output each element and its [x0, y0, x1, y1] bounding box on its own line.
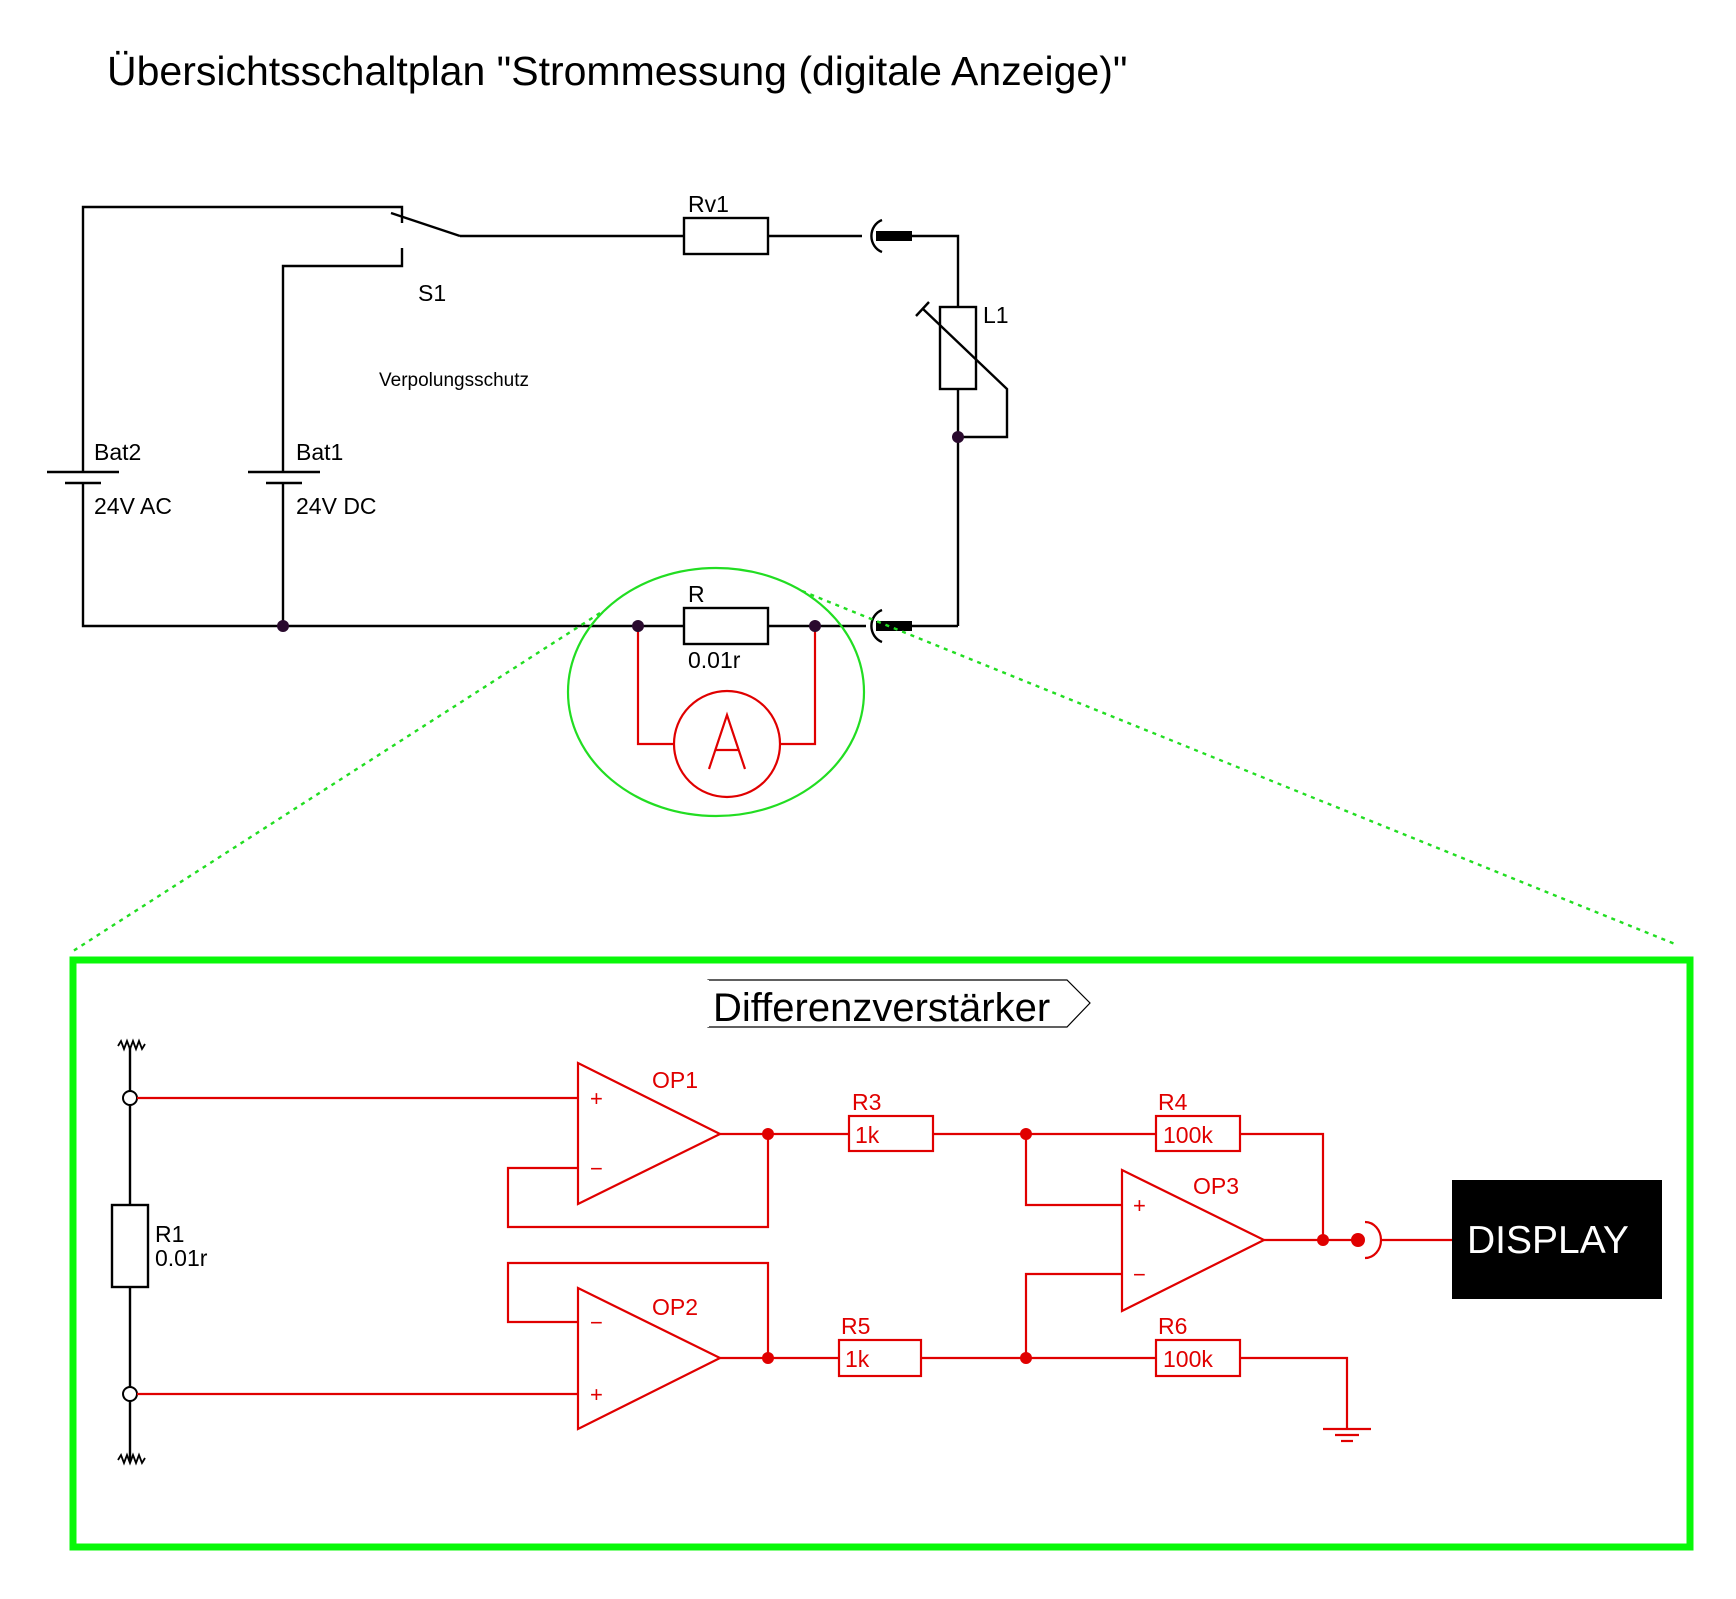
resistor-shunt-r	[682, 606, 770, 646]
display-box	[1452, 1180, 1662, 1299]
l1-wiper	[921, 307, 1009, 439]
op2-output-node	[762, 1352, 774, 1364]
op3-plus-sign: +	[1133, 1193, 1146, 1218]
plug-bar	[876, 621, 912, 631]
socket-arc	[870, 608, 883, 644]
switch-s1	[390, 211, 684, 238]
resistor-r4-value: 100k	[1163, 1122, 1213, 1148]
zoom-line-left	[69, 611, 601, 955]
opamp-op2-triangle	[576, 1286, 723, 1431]
socket-top	[870, 218, 912, 254]
l1-wiper-tick	[915, 301, 930, 317]
output-plug	[1351, 1233, 1365, 1247]
input-terminal-top	[122, 1090, 138, 1106]
ammeter-wire-right	[780, 626, 817, 746]
ammeter-a-glyph	[707, 711, 747, 770]
op3-output-node	[1317, 1234, 1329, 1246]
detail-title-banner: Differenzverstärker	[707, 979, 1091, 1030]
op1-feedback	[506, 1134, 770, 1229]
ammeter	[672, 689, 782, 799]
resistor-rv1	[682, 216, 770, 256]
opamp-op1-triangle	[576, 1061, 723, 1206]
op2-feedback	[506, 1261, 770, 1358]
opamp-op2	[506, 1261, 839, 1431]
input-terminal-bottom	[122, 1386, 138, 1402]
resistor-r6-value: 100k	[1163, 1346, 1213, 1372]
resistor-r3-value: 1k	[855, 1122, 880, 1148]
wire-bat2-to-switch	[81, 205, 404, 472]
resistor-rv1-label: Rv1	[688, 191, 729, 217]
main-circuit: S1 Verpolungsschutz Bat2 24V AC Bat1 24V…	[47, 191, 1676, 955]
resistor-shunt-value: 0.01r	[688, 647, 741, 673]
socket-arc	[870, 218, 883, 254]
zoom-line-right	[801, 589, 1676, 946]
squiggle-bottom-icon	[117, 1452, 146, 1466]
op2-minus-sign: −	[590, 1310, 603, 1335]
resistor-r4-label: R4	[1158, 1089, 1188, 1115]
l1-body	[938, 305, 978, 391]
wire-bat1-to-switch	[281, 248, 404, 472]
op1-minus-sign: −	[590, 1156, 603, 1181]
battery-bat1-value: 24V DC	[296, 493, 377, 519]
wire-bat2-bottom	[81, 483, 568, 628]
input-shunt	[110, 1038, 150, 1466]
ammeter-wire-left	[636, 626, 674, 746]
wire-r6-to-ground	[1240, 1356, 1349, 1429]
resistor-shunt-label: R	[688, 581, 705, 607]
resistor-r1-label: R1	[155, 1221, 184, 1247]
wire-to-op3-minus	[1024, 1272, 1122, 1358]
opamp-op2-label: OP2	[652, 1294, 698, 1320]
l1-node	[952, 431, 964, 443]
opamp-op3-triangle	[1120, 1168, 1267, 1313]
op1-plus-sign: +	[590, 1086, 603, 1111]
battery-bat2-ref: Bat2	[94, 439, 141, 465]
opamp-op3-label: OP3	[1193, 1173, 1239, 1199]
output-socket-arc	[1364, 1220, 1383, 1260]
display-block: DISPLAY	[1452, 1180, 1662, 1299]
resistor-r5-value: 1k	[845, 1346, 870, 1372]
resistor-r6-label: R6	[1158, 1313, 1187, 1339]
socket-bottom	[870, 608, 912, 644]
shunt-node-left	[632, 620, 644, 632]
opamp-op3	[1120, 1168, 1452, 1313]
page-title: Übersichtsschaltplan "Strommessung (digi…	[107, 48, 1127, 94]
opamp-op1	[506, 1061, 849, 1229]
battery-bat1	[248, 470, 320, 485]
ground-icon	[1323, 1427, 1371, 1443]
junction-node	[277, 620, 289, 632]
op1-output-node	[762, 1128, 774, 1140]
resistor-r1-value: 0.01r	[155, 1245, 208, 1271]
detail-title: Differenzverstärker	[713, 986, 1050, 1030]
resistor-r5-label: R5	[841, 1313, 870, 1339]
wire-to-op3-plus	[1024, 1134, 1122, 1207]
battery-bat2	[47, 470, 119, 485]
battery-bat1-ref: Bat1	[296, 439, 343, 465]
display-label: DISPLAY	[1467, 1219, 1629, 1262]
switch-blade	[390, 211, 461, 238]
highlight-ellipse	[566, 566, 866, 818]
resistor-r3-label: R3	[852, 1089, 881, 1115]
squiggle-top-icon	[117, 1038, 146, 1052]
switch-label: S1	[418, 280, 446, 306]
annotation-label: Verpolungsschutz	[379, 370, 529, 391]
shunt-node-right	[809, 620, 821, 632]
resistor-l1-label: L1	[983, 302, 1009, 328]
op3-minus-sign: −	[1133, 1262, 1146, 1287]
plug-bar	[876, 231, 912, 241]
differential-amplifier: R1 0.01r + − OP1 − + OP2 R3 1k	[110, 1038, 1662, 1466]
wire-r4-to-output	[1240, 1132, 1325, 1240]
detail-frame	[69, 956, 1694, 1551]
op2-plus-sign: +	[590, 1382, 603, 1407]
resistor-r1	[110, 1203, 150, 1289]
wire-socket-to-l1	[912, 234, 960, 307]
opamp-op1-label: OP1	[652, 1067, 698, 1093]
battery-bat2-value: 24V AC	[94, 493, 172, 519]
